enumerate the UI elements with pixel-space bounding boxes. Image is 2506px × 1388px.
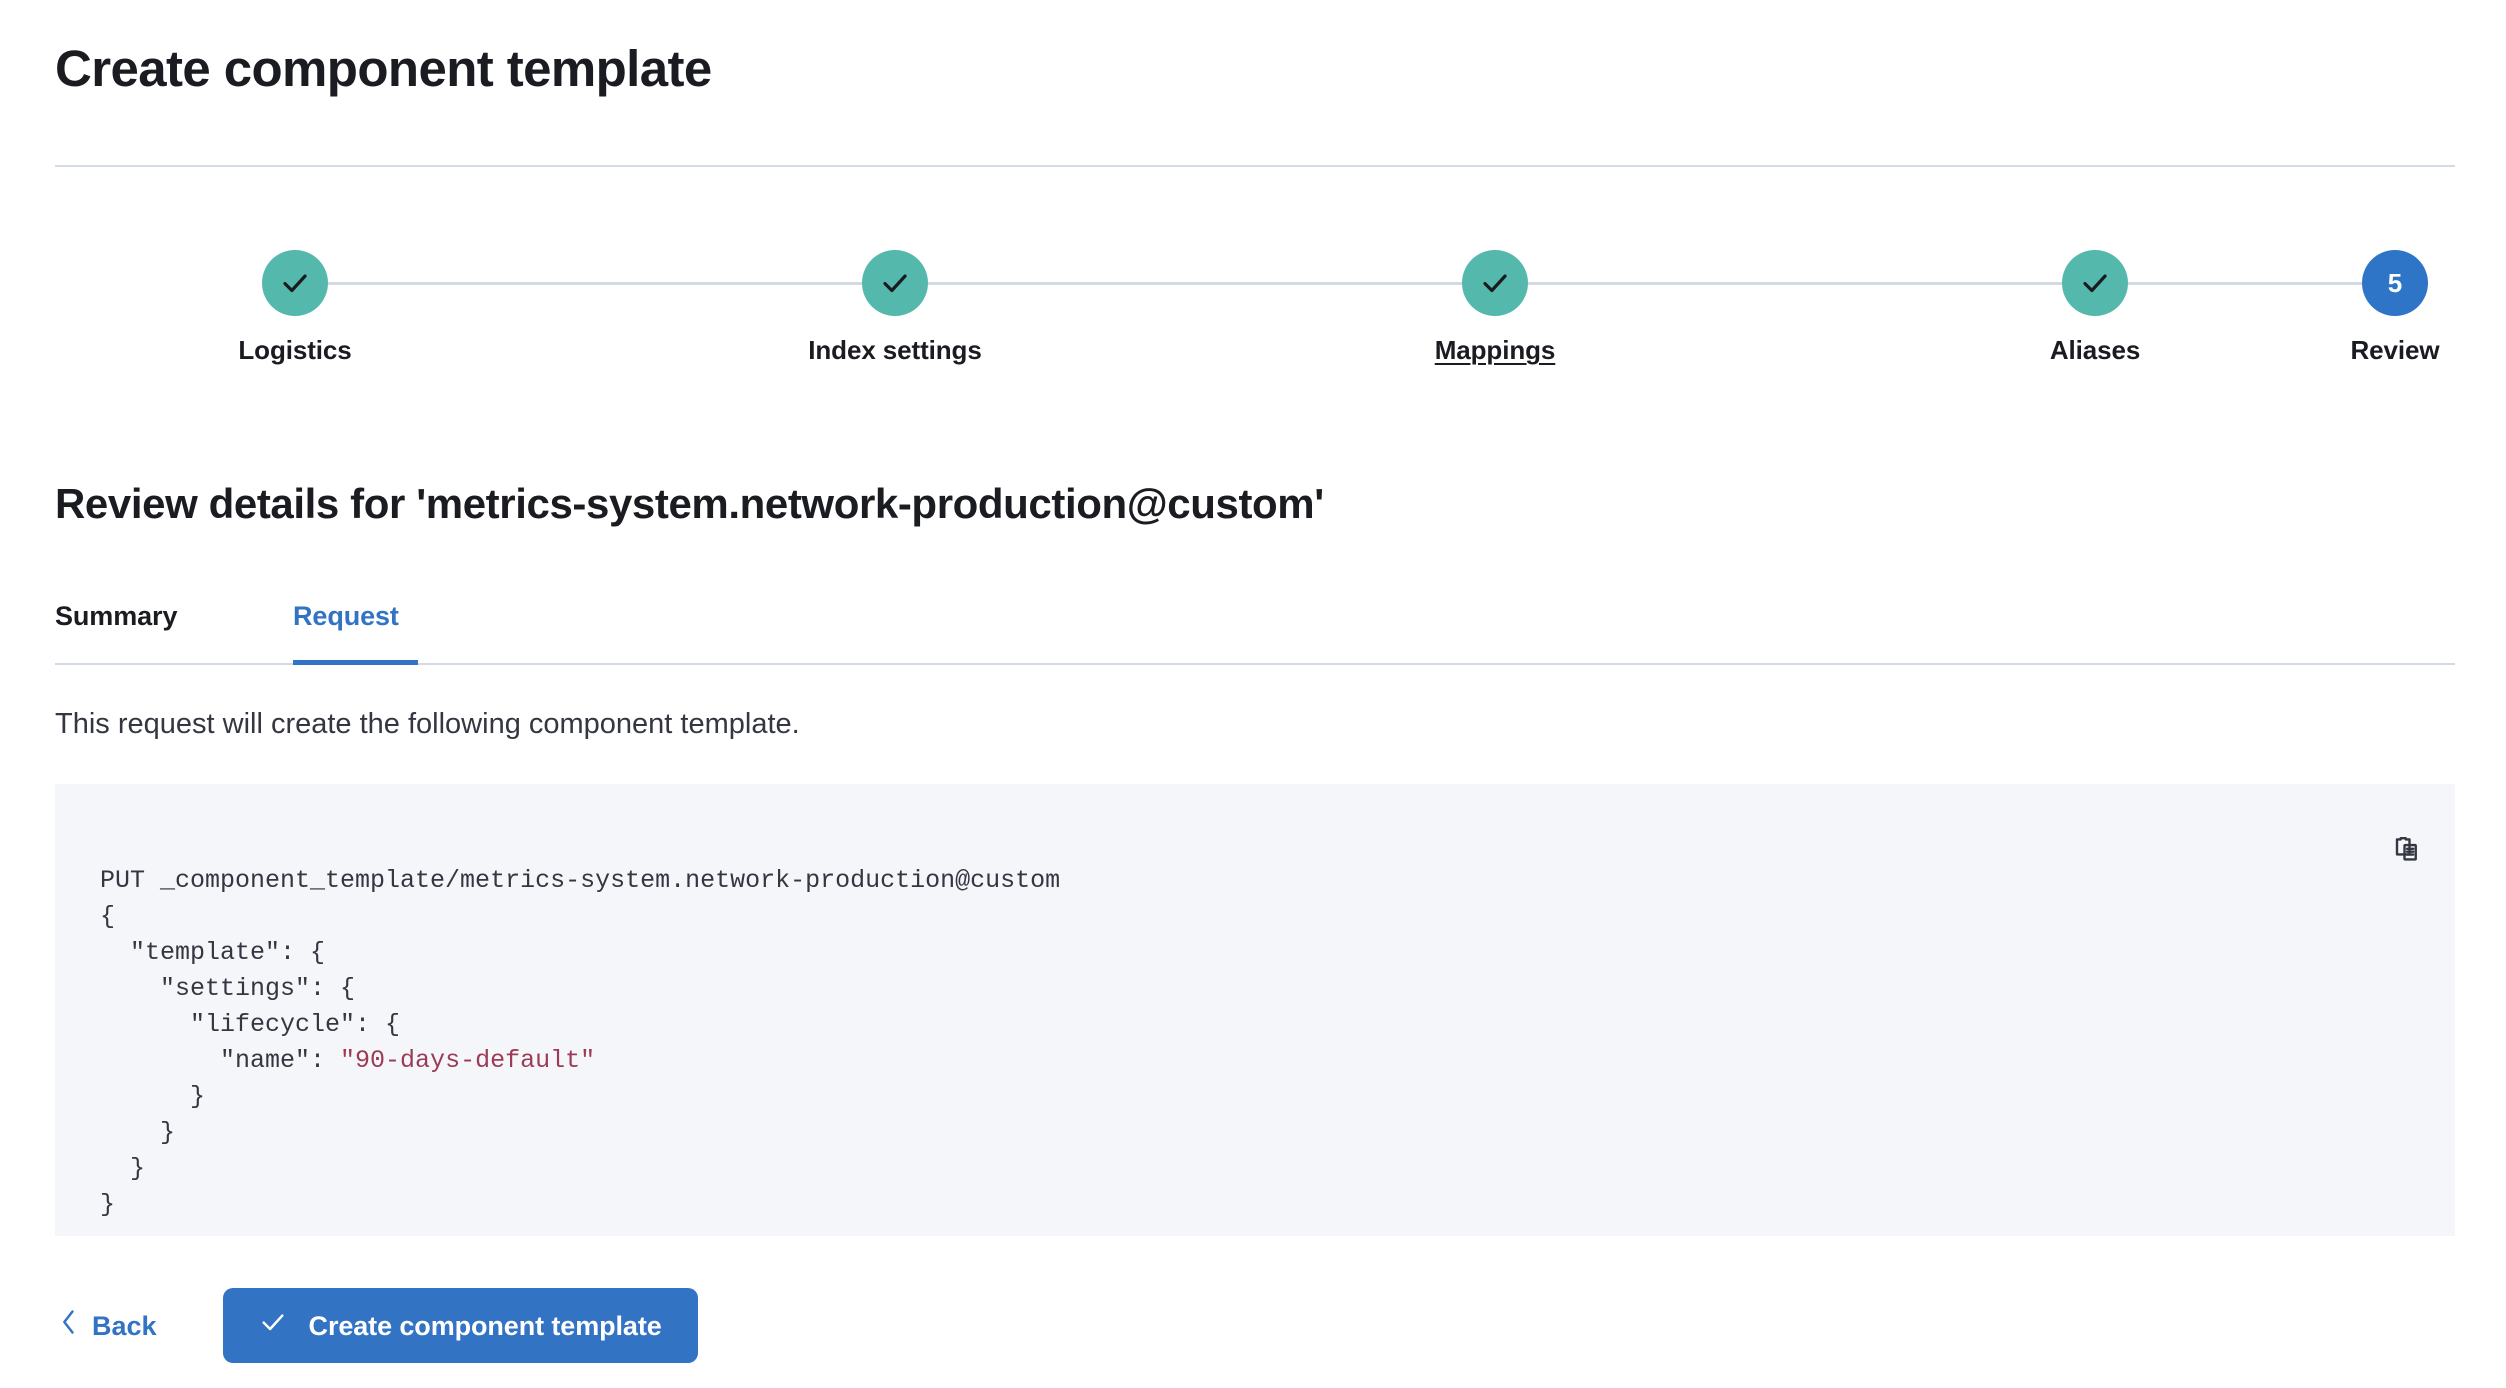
request-code-text: PUT _component_template/metrics-system.n…: [100, 827, 1060, 1259]
page-title: Create component template: [55, 40, 712, 97]
step-label[interactable]: Mappings: [1434, 335, 1556, 365]
code-line: }: [100, 1082, 206, 1111]
back-button[interactable]: Back: [55, 1300, 161, 1351]
step-aliases[interactable]: Aliases: [1945, 250, 2245, 365]
step-label: Logistics: [238, 335, 352, 365]
step-status-circle: [262, 250, 328, 316]
check-icon: [280, 268, 310, 298]
code-key-name: "name":: [100, 1046, 341, 1075]
code-string-value: "90-days-default": [340, 1046, 596, 1075]
step-label: Review: [2350, 335, 2440, 365]
code-line: }: [100, 1154, 146, 1183]
chevron-left-icon: [59, 1308, 79, 1343]
check-icon: [880, 268, 910, 298]
step-connector-3: [1528, 282, 2082, 285]
request-description: This request will create the following c…: [55, 708, 800, 740]
step-status-circle: [1462, 250, 1528, 316]
step-status-circle: [862, 250, 928, 316]
code-line: "template": {: [100, 938, 326, 967]
check-icon: [259, 1308, 287, 1343]
wizard-footer-actions: Back Create component template: [55, 1288, 698, 1363]
code-line: {: [100, 902, 116, 931]
wizard-stepper: Logistics Index settings Mappings: [55, 250, 2455, 390]
tab-request[interactable]: Request: [293, 601, 399, 631]
code-line: }: [100, 1190, 116, 1219]
code-line: "lifecycle": {: [100, 1010, 401, 1039]
step-label: Index settings: [808, 335, 982, 365]
code-line: PUT _component_template/metrics-system.n…: [100, 866, 1061, 895]
check-icon: [1480, 268, 1510, 298]
step-label: Aliases: [2049, 335, 2141, 365]
create-component-template-label: Create component template: [308, 1310, 662, 1341]
step-connector-1: [328, 282, 882, 285]
step-index-settings[interactable]: Index settings: [745, 250, 1045, 365]
request-code-panel: PUT _component_template/metrics-system.n…: [55, 784, 2455, 1236]
header-divider: [55, 165, 2455, 167]
tabs-baseline: [55, 663, 2455, 665]
create-component-template-button[interactable]: Create component template: [222, 1288, 698, 1363]
check-icon: [2080, 268, 2110, 298]
step-mappings[interactable]: Mappings: [1345, 250, 1645, 365]
step-connector-4: [2128, 282, 2382, 285]
back-button-label: Back: [92, 1310, 157, 1341]
copy-icon[interactable]: [2387, 830, 2427, 870]
step-status-circle: [2062, 250, 2128, 316]
step-status-circle: 5: [2362, 250, 2428, 316]
code-line: "settings": {: [100, 974, 356, 1003]
code-line: }: [100, 1118, 176, 1147]
step-review[interactable]: 5 Review: [2245, 250, 2506, 365]
tab-summary[interactable]: Summary: [55, 601, 178, 631]
tab-active-indicator: [293, 660, 418, 665]
step-logistics[interactable]: Logistics: [145, 250, 445, 365]
step-connector-2: [928, 282, 1482, 285]
review-section-title: Review details for 'metrics-system.netwo…: [55, 480, 1324, 527]
step-number: 5: [2387, 268, 2403, 298]
review-tabs: Summary Request: [55, 600, 2455, 665]
